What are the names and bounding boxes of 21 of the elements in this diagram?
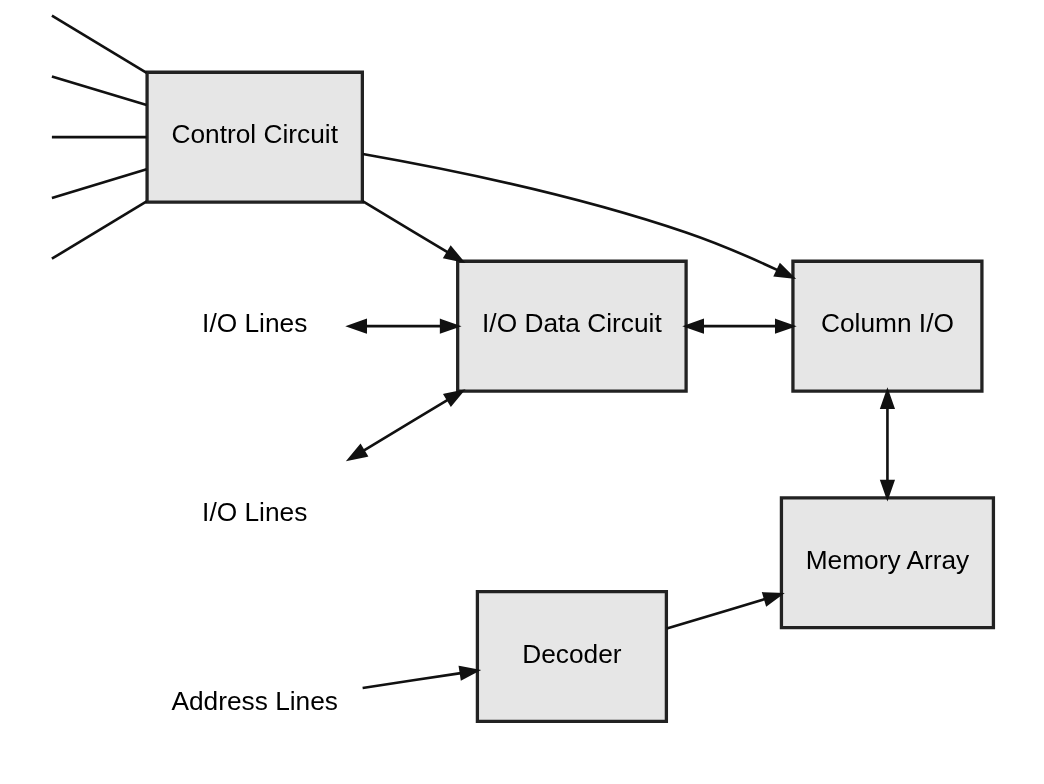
connector xyxy=(51,135,147,139)
node-box: Decoder xyxy=(475,589,669,724)
arrow xyxy=(682,318,797,334)
node-box: I/O Data Circuit xyxy=(456,259,688,393)
arrow xyxy=(879,387,896,502)
connector xyxy=(51,75,148,107)
arrow xyxy=(362,665,482,690)
arrow xyxy=(345,389,466,462)
connector xyxy=(51,168,148,200)
node-text: I/O Lines xyxy=(202,497,308,528)
connector xyxy=(51,14,148,74)
node-box: Control Circuit xyxy=(145,70,364,204)
arrow xyxy=(361,200,466,263)
connector xyxy=(51,200,148,260)
node-box: Memory Array xyxy=(779,496,996,630)
arrow xyxy=(362,152,797,279)
arrow xyxy=(345,318,462,334)
node-box: Column I/O xyxy=(791,259,984,393)
node-text: Address Lines xyxy=(171,686,338,717)
node-text: I/O Lines xyxy=(202,308,308,339)
arrow xyxy=(666,592,785,630)
